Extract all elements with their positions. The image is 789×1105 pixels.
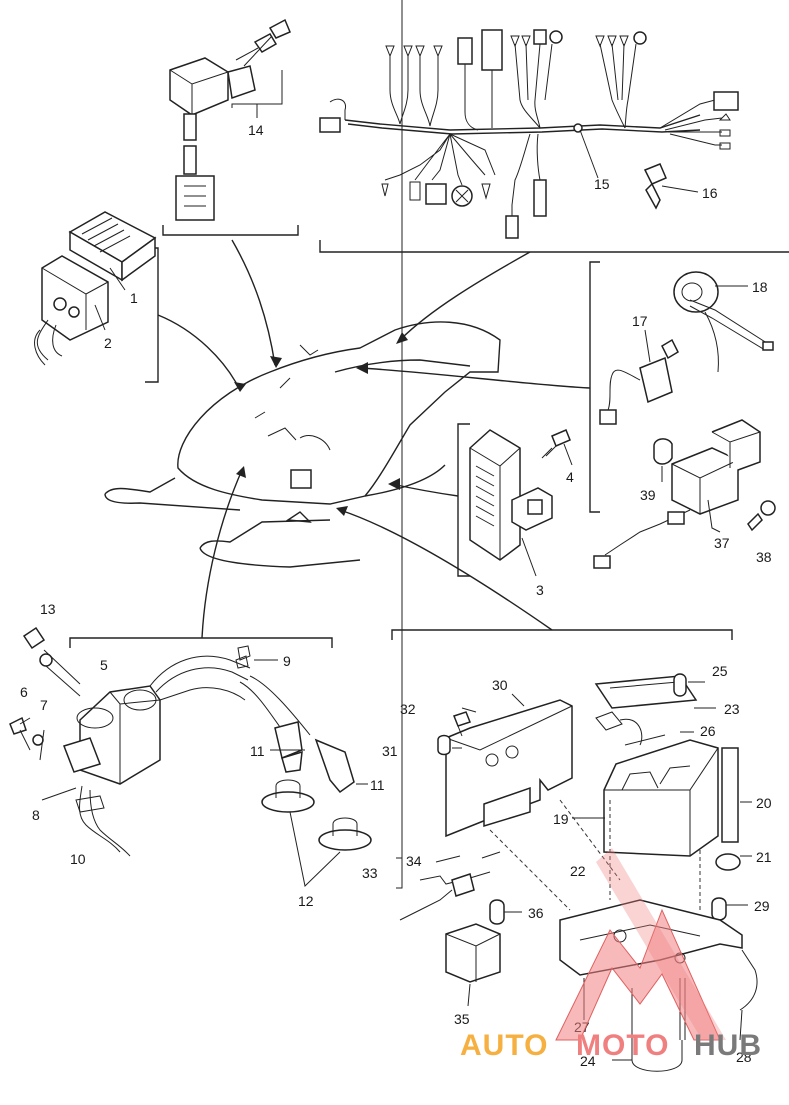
label-part-39: 39 xyxy=(640,487,656,503)
label-part-7: 7 xyxy=(40,697,48,713)
snowmobile-body xyxy=(104,321,501,568)
label-part-38: 38 xyxy=(756,549,772,565)
watermark-hub: HUB xyxy=(694,1029,762,1062)
cdi-unit-parts-1-2 xyxy=(34,211,157,366)
watermark-logo: AUTO MOTO HUB xyxy=(460,848,762,1062)
label-part-10: 10 xyxy=(70,851,86,867)
label-part-26: 26 xyxy=(700,723,716,739)
label-part-18: 18 xyxy=(752,279,768,295)
label-part-12: 12 xyxy=(298,893,314,909)
label-part-4: 4 xyxy=(566,469,574,485)
watermark-auto: AUTO xyxy=(460,1029,548,1062)
label-part-23: 23 xyxy=(724,701,740,717)
wire-harness-part-15 xyxy=(319,29,739,239)
label-part-9: 9 xyxy=(283,653,291,669)
label-part-17: 17 xyxy=(632,313,648,329)
label-part-32: 32 xyxy=(400,701,416,717)
ignition-coil-parts-5-13 xyxy=(9,626,372,887)
watermark-moto: MOTO xyxy=(576,1029,669,1062)
toggle-switch-part-17 xyxy=(599,329,679,425)
label-part-1: 1 xyxy=(130,290,138,306)
part-labels: 1 2 3 4 5 6 7 8 9 10 11 11 12 13 14 15 1… xyxy=(20,122,772,1069)
label-part-33: 33 xyxy=(362,865,378,881)
label-part-3: 3 xyxy=(536,582,544,598)
regulator-parts-3-4 xyxy=(469,429,573,577)
label-part-19: 19 xyxy=(553,811,569,827)
relay-parts-37-38-39 xyxy=(593,419,776,569)
label-part-16: 16 xyxy=(702,185,718,201)
label-part-15: 15 xyxy=(594,176,610,192)
label-part-11b: 11 xyxy=(370,777,385,793)
label-part-29: 29 xyxy=(754,898,770,914)
label-part-34: 34 xyxy=(406,853,422,869)
label-part-5: 5 xyxy=(100,657,108,673)
label-part-11a: 11 xyxy=(250,743,265,759)
sensor-part-18 xyxy=(673,271,774,373)
label-part-21: 21 xyxy=(756,849,772,865)
label-part-22: 22 xyxy=(570,863,586,879)
label-part-28: 28 xyxy=(736,1049,752,1065)
label-part-36: 36 xyxy=(528,905,544,921)
label-part-14: 14 xyxy=(248,122,264,138)
leader-arrows xyxy=(157,239,591,639)
label-part-20: 20 xyxy=(756,795,772,811)
label-part-30: 30 xyxy=(492,677,508,693)
label-part-2: 2 xyxy=(104,335,112,351)
key-part-16 xyxy=(643,163,699,210)
battery-group-parts-19-36 xyxy=(399,673,758,1072)
label-part-6: 6 xyxy=(20,684,28,700)
label-part-13: 13 xyxy=(40,601,56,617)
label-part-25: 25 xyxy=(712,663,728,679)
label-part-8: 8 xyxy=(32,807,40,823)
label-part-37: 37 xyxy=(714,535,730,551)
main-switch-part-14 xyxy=(169,18,291,221)
label-part-31: 31 xyxy=(382,743,398,759)
label-part-24: 24 xyxy=(580,1053,596,1069)
label-part-35: 35 xyxy=(454,1011,470,1027)
